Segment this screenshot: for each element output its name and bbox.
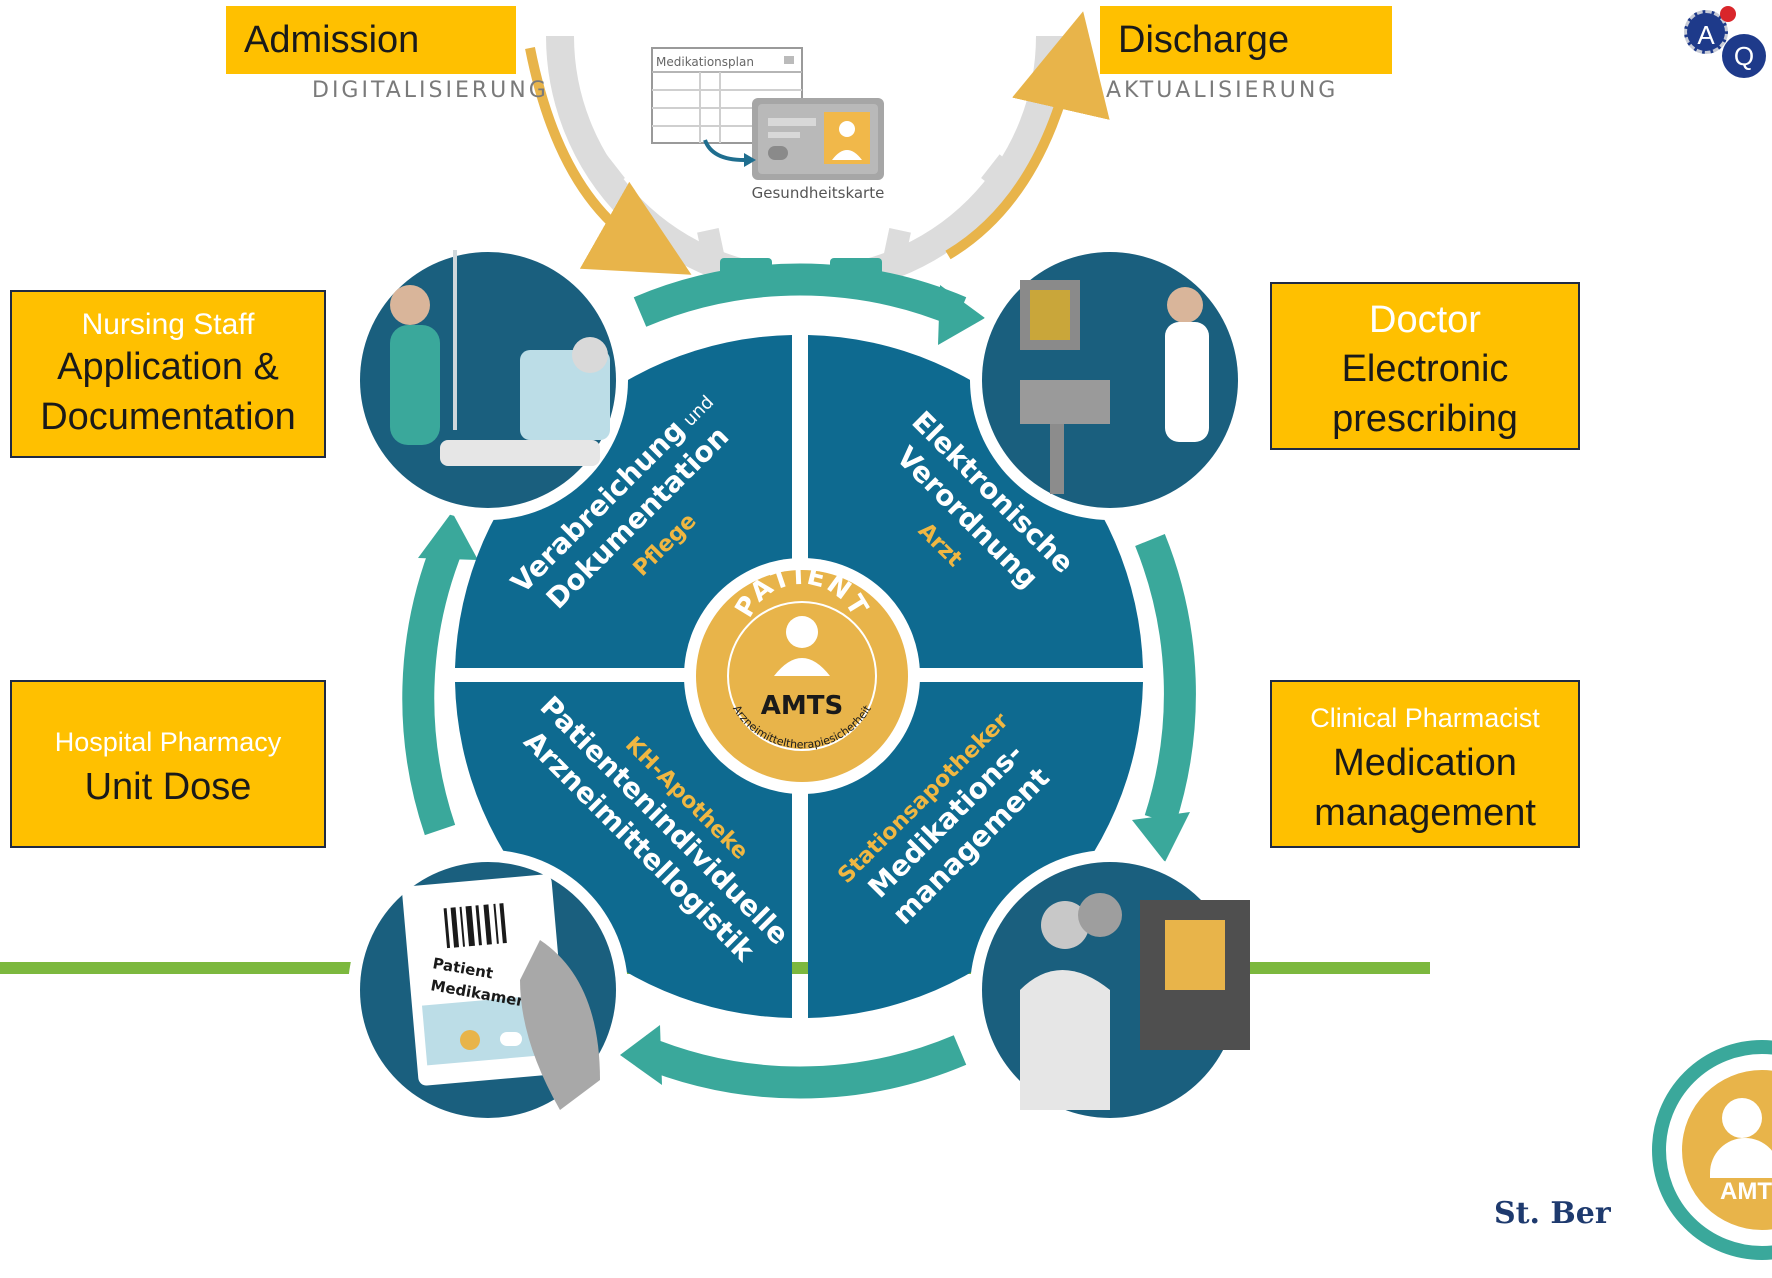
quadrant-top-right — [808, 335, 1143, 668]
logo-red-dot — [1720, 6, 1736, 22]
role-box-clinical-pharmacist: Clinical Pharmacist Medication managemen… — [1270, 680, 1580, 848]
gesundheitskarte-label: Gesundheitskarte — [752, 184, 885, 202]
amts-label: AMTS — [761, 691, 843, 721]
role-box-hospital-pharmacy: Hospital Pharmacy Unit Dose — [10, 680, 326, 848]
footer-brand: St. Ber — [1494, 1196, 1611, 1231]
quadrant-top-left — [455, 335, 792, 668]
role-box-doctor: Doctor Electronic prescribing — [1270, 282, 1580, 450]
quadrant-bottom-left — [455, 682, 792, 1018]
discharge-subtitle: AKTUALISIERUNG — [1106, 78, 1339, 103]
nurse-illustration — [348, 240, 628, 520]
corner-logo-text: AMT — [1720, 1178, 1772, 1205]
aq-logo: A Q — [1680, 6, 1770, 86]
doctor-illustration — [970, 240, 1250, 520]
admission-label: Admission — [226, 6, 516, 74]
gesundheitskarte-card — [703, 98, 884, 180]
quadrant-bottom-right — [808, 682, 1143, 1018]
pharmacist-illustration — [970, 850, 1250, 1130]
role-box-nursing: Nursing Staff Application & Documentatio… — [10, 290, 326, 458]
admission-subtitle: DIGITALISIERUNG — [312, 78, 549, 103]
patient-badge: PATIENT AMTS Arzneimitteltherapiesicherh… — [684, 558, 920, 794]
discharge-label: Discharge — [1100, 6, 1392, 74]
teal-cycle-ring — [402, 258, 1196, 1099]
medikationsplan-label: Medikationsplan — [656, 55, 754, 69]
medikationsplan-document: Medikationsplan — [651, 47, 803, 144]
scanner-illustration: Patient Medikament — [348, 850, 628, 1130]
quadrants — [455, 335, 1143, 1018]
patient-person-icon — [786, 616, 818, 648]
admission-arrow — [525, 47, 692, 275]
amts-corner-logo: AMT — [1652, 1040, 1772, 1278]
corner-person-icon — [1722, 1098, 1762, 1138]
discharge-arrow — [945, 11, 1110, 260]
logo-gear-q: Q — [1722, 34, 1766, 78]
